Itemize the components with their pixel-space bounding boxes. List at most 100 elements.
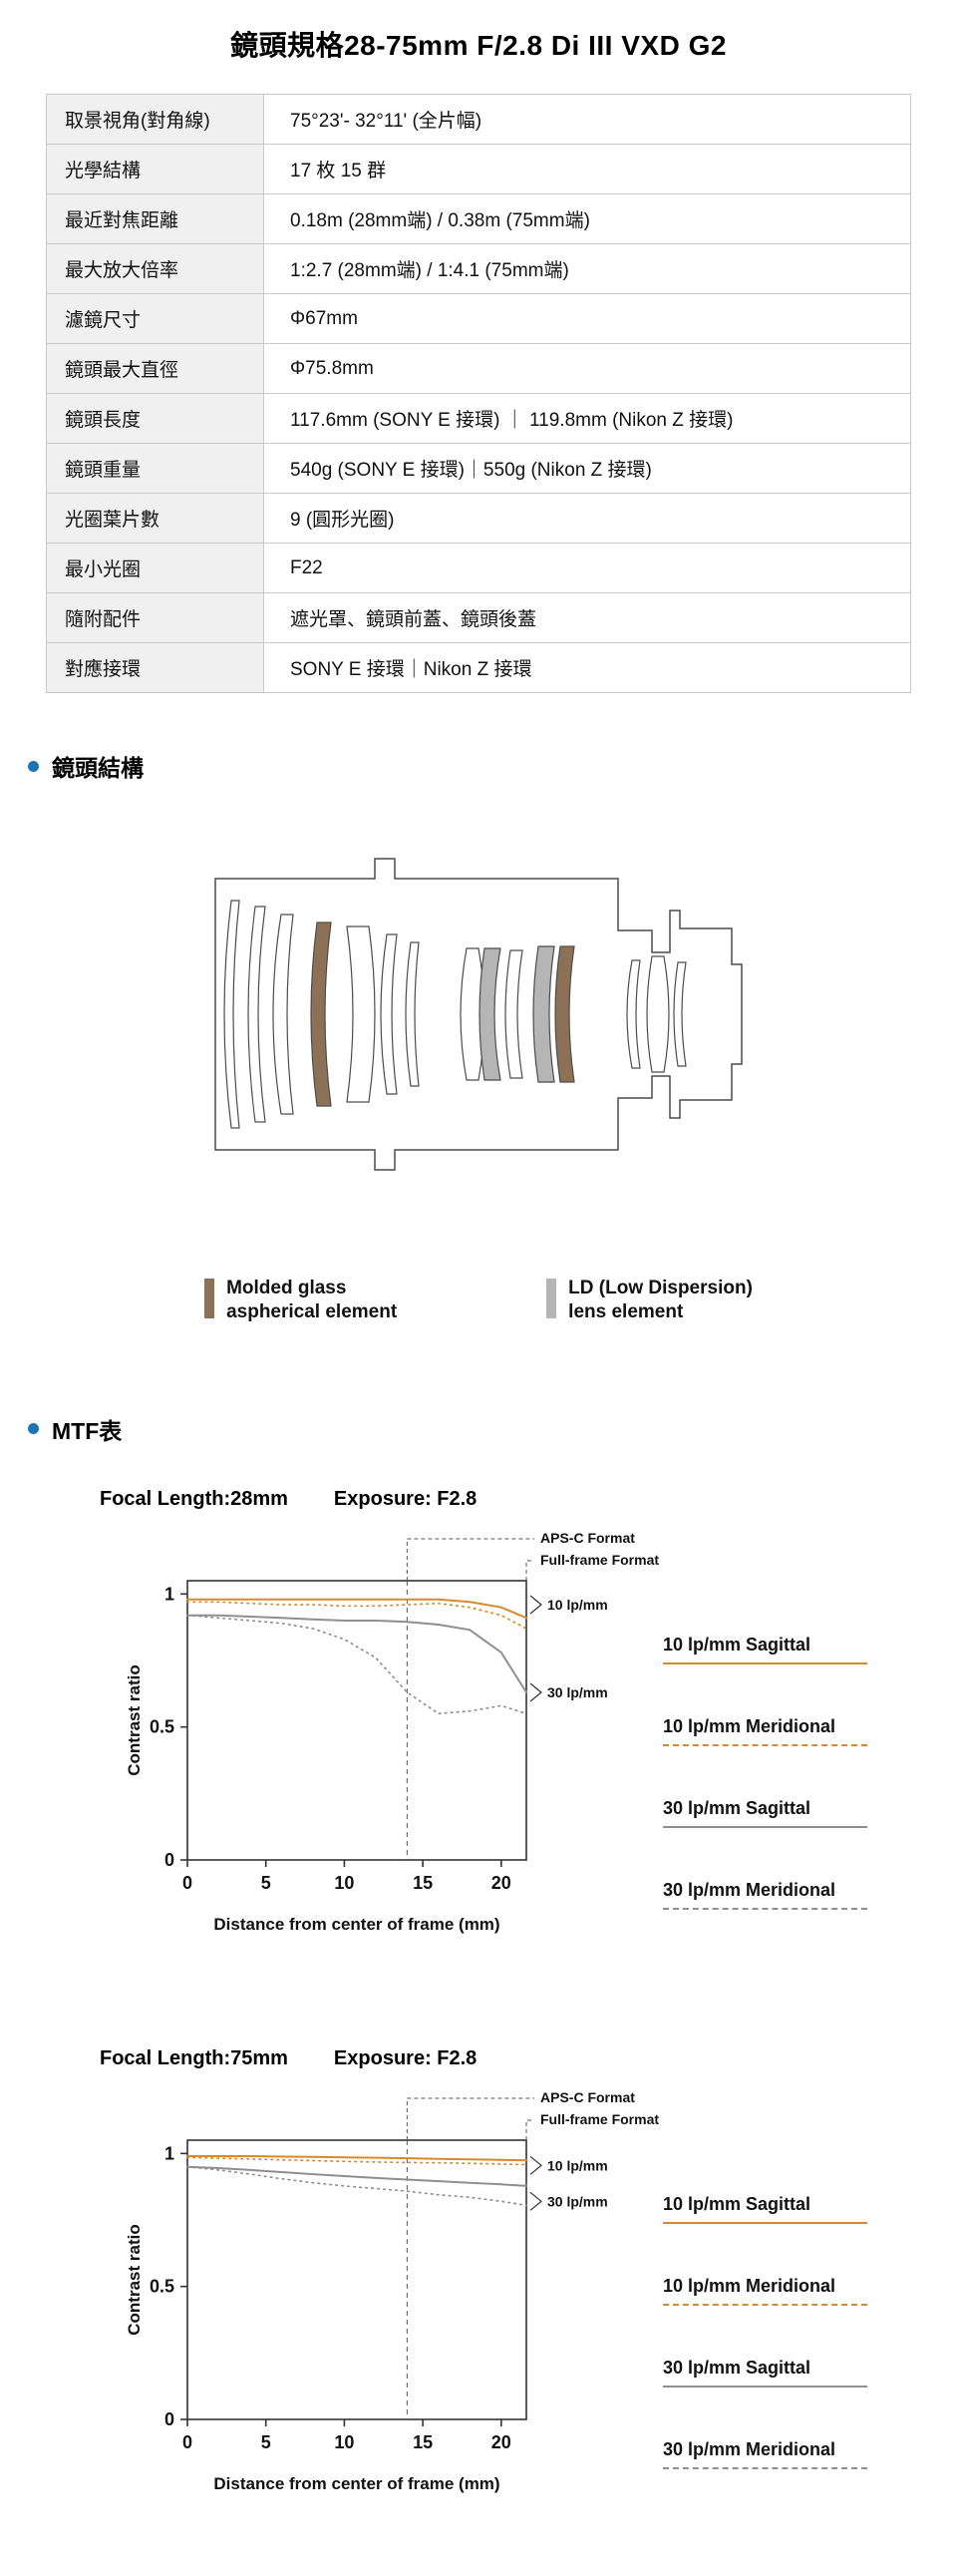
spec-value: 9 (圓形光圈): [263, 493, 911, 544]
lens-element-aspherical: [310, 921, 332, 1107]
mtf-legend-item: 10 lp/mm Sagittal: [663, 2194, 877, 2224]
lens-element: [247, 906, 266, 1123]
section-bullet-icon: [28, 760, 39, 772]
mtf-legend-label: 10 lp/mm Sagittal: [663, 2193, 811, 2214]
mtf-legend-label: 30 lp/mm Sagittal: [663, 1797, 811, 1818]
mtf-x-tick-label: 20: [491, 2432, 511, 2452]
mtf-legend-item: 10 lp/mm Meridional: [663, 1716, 877, 1746]
spec-row: 隨附配件遮光罩、鏡頭前蓋、鏡頭後蓋: [46, 592, 911, 643]
mtf-pointer-icon: [529, 1595, 542, 1614]
spec-label: 光學結構: [46, 144, 264, 194]
spec-label: 光圈葉片數: [46, 493, 264, 544]
mtf-legend-label: 30 lp/mm Meridional: [663, 2438, 836, 2459]
mtf-legend-item: 10 lp/mm Sagittal: [663, 1635, 877, 1664]
mtf-series-line: [186, 2165, 527, 2206]
mtf-lpmm-label: 10 lp/mm: [547, 1597, 608, 1613]
spec-value: 1:2.7 (28mm端) / 1:4.1 (75mm端): [263, 243, 911, 294]
mtf-legend-item: 30 lp/mm Sagittal: [663, 1798, 877, 1828]
mtf-legend-line-sample: [663, 1825, 867, 1828]
lens-element-ld: [532, 945, 555, 1083]
mtf-legend-line-sample: [663, 2385, 867, 2388]
mtf-x-tick-label: 5: [261, 1873, 271, 1893]
mtf-focal-length-label: Focal Length:28mm: [100, 1487, 288, 1510]
mtf-pointer-icon: [529, 2191, 542, 2211]
spec-value: 75°23'- 32°11' (全片幅): [263, 94, 911, 145]
legend-label-ld: LD (Low Dispersion) lens element: [568, 1277, 753, 1324]
spec-label: 鏡頭最大直徑: [46, 343, 264, 394]
mtf-fullframe-label: Full-frame Format: [540, 2111, 659, 2127]
section-mtf-heading: MTF表: [28, 1412, 957, 1446]
mtf-series-line: [186, 2155, 527, 2165]
mtf-pointer-icon: [529, 2155, 542, 2175]
mtf-legend-label: 30 lp/mm Meridional: [663, 1879, 836, 1900]
spec-value: 遮光罩、鏡頭前蓋、鏡頭後蓋: [263, 592, 911, 643]
lens-element: [673, 961, 687, 1067]
mtf-chart-title: Focal Length:75mm Exposure: F2.8: [100, 2047, 957, 2070]
mtf-y-axis-label: Contrast ratio: [125, 2224, 144, 2335]
page-title: 鏡頭規格28-75mm F/2.8 Di III VXD G2: [230, 30, 727, 61]
mtf-legend-line-sample: [663, 1743, 867, 1746]
legend-swatch-ld: [546, 1279, 557, 1318]
mtf-plot-box: [186, 1579, 527, 1861]
mtf-y-axis-label: Contrast ratio: [125, 1664, 144, 1775]
mtf-series-line: [186, 1614, 527, 1714]
lens-element: [504, 949, 523, 1079]
lens-element: [646, 955, 670, 1073]
spec-value: Φ75.8mm: [263, 343, 911, 394]
mtf-x-tick-label: 20: [491, 1873, 511, 1893]
mtf-x-tick-label: 15: [413, 1873, 433, 1893]
spec-label: 最大放大倍率: [46, 243, 264, 294]
mtf-legend-line-sample: [663, 1661, 867, 1664]
section-heading-label: 鏡頭結構: [52, 755, 144, 781]
spec-label: 鏡頭長度: [46, 393, 264, 444]
lens-element: [626, 959, 641, 1069]
mtf-legend-item: 30 lp/mm Sagittal: [663, 2358, 877, 2388]
section-bullet-icon: [28, 1423, 39, 1434]
mtf-exposure-label: Exposure: F2.8: [333, 2046, 478, 2069]
mtf-focal-length-label: Focal Length:75mm: [100, 2046, 288, 2069]
legend-label-line: Molded glass: [226, 1278, 347, 1298]
mtf-exposure-label: Exposure: F2.8: [333, 1487, 478, 1510]
legend-label-line: lens element: [568, 1300, 684, 1322]
mtf-x-axis-label: Distance from center of frame (mm): [213, 1915, 499, 1934]
spec-value: Φ67mm: [263, 293, 911, 344]
mtf-lpmm-label: 30 lp/mm: [547, 2193, 608, 2209]
legend-label-line: LD (Low Dispersion): [568, 1278, 753, 1298]
mtf-legend-line-sample: [663, 1907, 867, 1910]
spec-value: F22: [263, 543, 911, 593]
mtf-x-tick-label: 10: [334, 2432, 354, 2452]
mtf-annotation-connector: [525, 1560, 534, 1581]
mtf-chart-title: Focal Length:28mm Exposure: F2.8: [100, 1488, 957, 1511]
spec-value: 0.18m (28mm端) / 0.38m (75mm端): [263, 193, 911, 244]
mtf-annotation-connector: [406, 1538, 534, 1581]
mtf-annotation-connector: [406, 2097, 534, 2140]
mtf-y-tick-label: 0.5: [150, 1716, 174, 1736]
lens-element-aspherical: [554, 945, 575, 1083]
mtf-legend: 10 lp/mm Sagittal 10 lp/mm Meridional 30 l…: [663, 1511, 877, 1962]
mtf-y-tick-label: 0: [164, 2409, 174, 2429]
mtf-legend-label: 30 lp/mm Sagittal: [663, 2357, 811, 2378]
mtf-apsc-label: APS-C Format: [540, 2089, 635, 2105]
mtf-plot-box: [186, 2138, 527, 2420]
spec-label: 隨附配件: [46, 592, 264, 643]
mtf-legend-item: 30 lp/mm Meridional: [663, 2439, 877, 2469]
mtf-lpmm-label: 30 lp/mm: [547, 1684, 608, 1700]
mtf-y-tick-label: 1: [164, 2143, 174, 2163]
mtf-series-line: [186, 1614, 527, 1693]
spec-value: 117.6mm (SONY E 接環) ｜ 119.8mm (Nikon Z 接…: [263, 393, 911, 444]
legend-label-line: aspherical element: [226, 1300, 398, 1322]
spec-label: 鏡頭重量: [46, 443, 264, 494]
construction-legend: Molded glass aspherical element LD (Low …: [0, 1277, 957, 1324]
mtf-legend-label: 10 lp/mm Meridional: [663, 2275, 836, 2296]
